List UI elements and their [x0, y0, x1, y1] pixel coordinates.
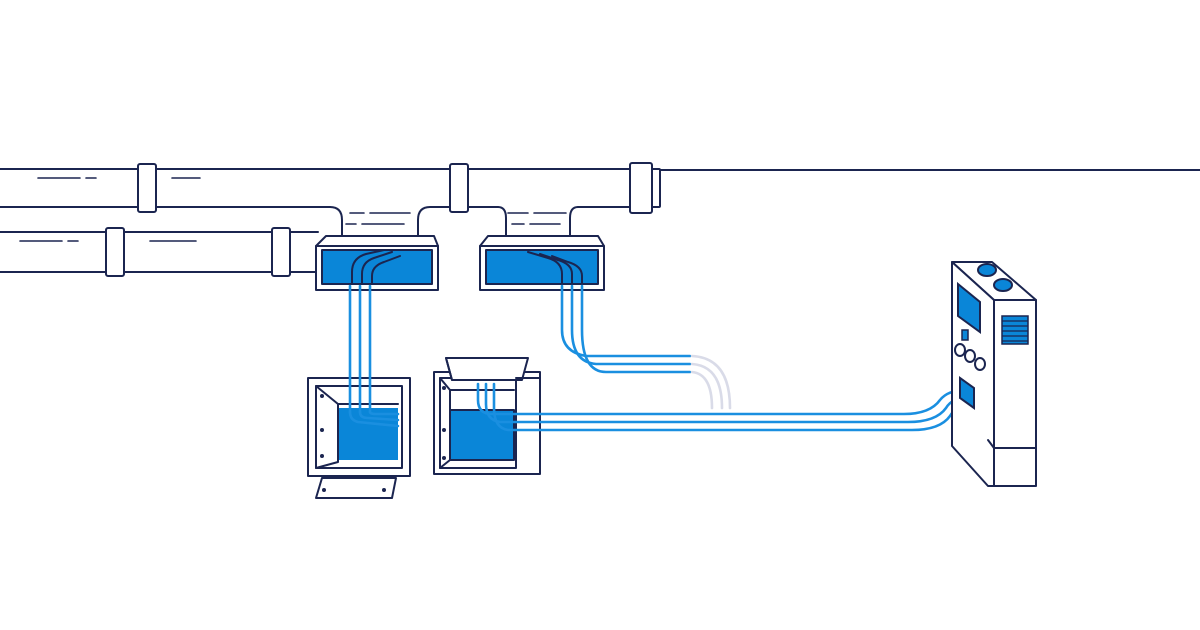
right-sump [433, 357, 541, 475]
knob-icon [977, 263, 997, 277]
water-window [322, 250, 432, 284]
sump-water [338, 408, 398, 460]
dial-icon [954, 343, 966, 357]
dial-icon [964, 349, 976, 363]
pipe-clamp [137, 163, 157, 213]
pipe-clamp [449, 163, 469, 213]
port-icon [959, 376, 975, 410]
right-duct-sensor [479, 206, 605, 291]
lower-pipe [0, 227, 319, 277]
dial-icon [974, 357, 986, 371]
left-duct-sensor [315, 206, 451, 291]
knob-icon [993, 278, 1013, 292]
vent-icon [1001, 315, 1029, 345]
pipe-clamp [271, 227, 291, 277]
indicator-icon [961, 329, 969, 341]
control-panel [951, 261, 1037, 487]
upper-pipe [0, 162, 1200, 214]
display-screen [957, 281, 981, 334]
pipe-clamp [105, 227, 125, 277]
sump-water [450, 410, 514, 460]
